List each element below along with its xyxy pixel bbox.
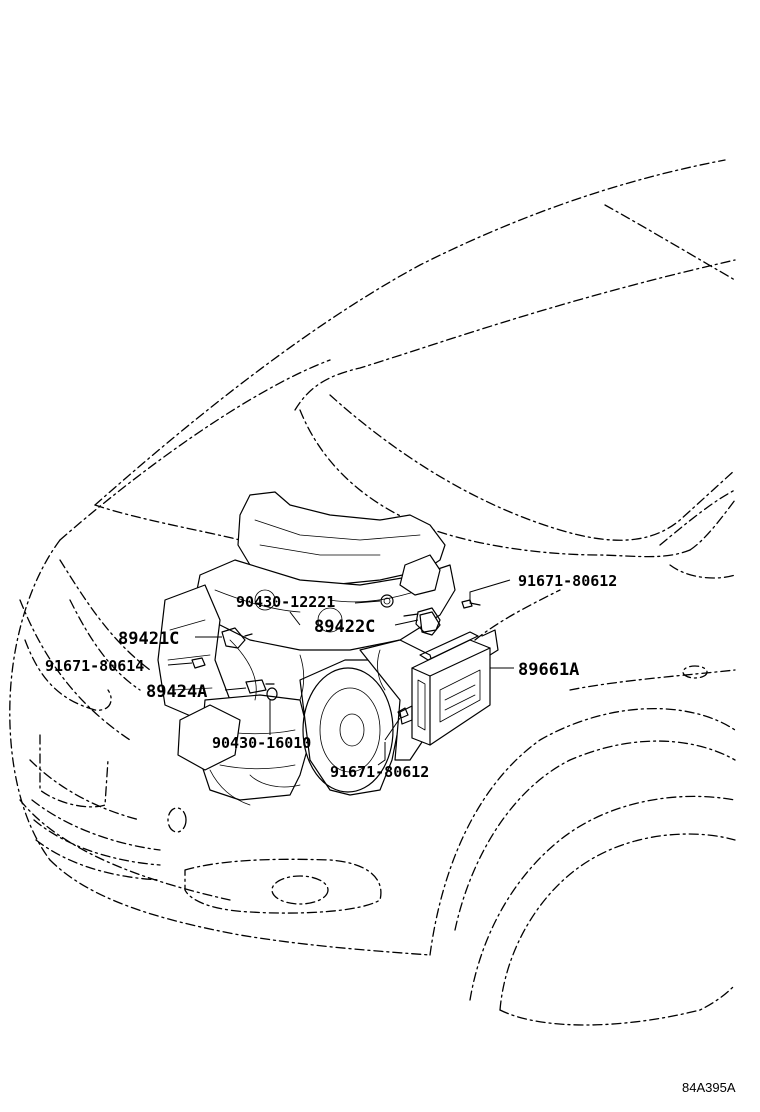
callout-90430-12221: 90430-12221	[236, 593, 335, 611]
callout-91671-80614: 91671-80614	[45, 657, 144, 675]
leader-lines	[167, 579, 514, 766]
callout-90430-16010: 90430-16010	[212, 734, 311, 752]
small-parts	[191, 594, 481, 719]
engine-assembly	[157, 491, 456, 806]
callout-89424A: 89424A	[146, 682, 207, 702]
car-body-outline	[9, 159, 736, 1026]
callout-labels: 91671-80612 90430-12221 89422C 89421C 91…	[45, 572, 617, 781]
reference-code: 84A395A	[682, 1080, 736, 1095]
callout-89421C: 89421C	[118, 629, 179, 649]
callout-89661A: 89661A	[518, 660, 579, 680]
callout-89422C: 89422C	[314, 617, 375, 637]
callout-91671-80612-bottom: 91671-80612	[330, 763, 429, 781]
ecu-module	[399, 629, 499, 746]
callout-91671-80612-top: 91671-80612	[518, 572, 617, 590]
